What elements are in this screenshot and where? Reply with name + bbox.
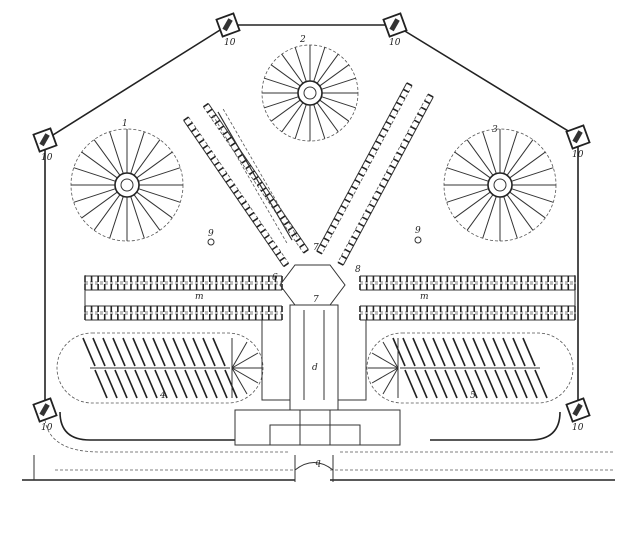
label-yard-5: 5 [470,391,476,401]
label-tower: 10 [41,423,53,433]
central-block [234,264,401,482]
label-hall-8: 8 [355,265,361,275]
label-well-left: 9 [208,229,214,239]
label-yard-1: 1 [122,119,128,129]
label-well-right: 9 [415,226,421,236]
cell-wing [183,102,309,268]
cell-wing [359,275,576,291]
watch-tower: 10 [32,127,58,163]
watch-tower: 10 [382,12,408,48]
label-hall-7-lower: 7 [313,295,319,305]
cell-wing [84,305,283,321]
label-gate: q [315,458,321,468]
label-wing-left: m [195,292,204,302]
label-hall-6: 6 [272,273,278,283]
label-corridor: d [312,363,318,373]
label-tower: 10 [572,423,584,433]
front-building-left [234,409,301,446]
watch-tower: 10 [565,397,591,433]
radial-exercise-yard [261,44,359,142]
cell-wing [212,108,298,244]
cell-wing [84,275,283,291]
front-building-right [329,409,401,446]
radial-exercise-yard [443,128,557,242]
label-tower: 10 [224,38,236,48]
oval-exercise-yard [366,332,574,404]
oval-exercise-yard [56,332,264,404]
perimeter-wall [22,24,615,481]
cell-wing [316,82,434,266]
label-yard-3: 3 [492,125,498,135]
label-yard-2: 2 [299,35,306,45]
label-yard-4: 4 [159,391,166,401]
label-tower: 10 [41,153,53,163]
label-wing-right: m [420,292,429,302]
watch-tower: 10 [565,124,591,160]
cell-wing [359,305,576,321]
radial-exercise-yard [70,128,184,242]
label-hall-7-upper: 7 [313,243,319,253]
label-tower: 10 [389,38,401,48]
label-tower: 10 [572,150,584,160]
watch-tower: 10 [32,397,58,433]
watch-tower: 10 [215,12,241,48]
